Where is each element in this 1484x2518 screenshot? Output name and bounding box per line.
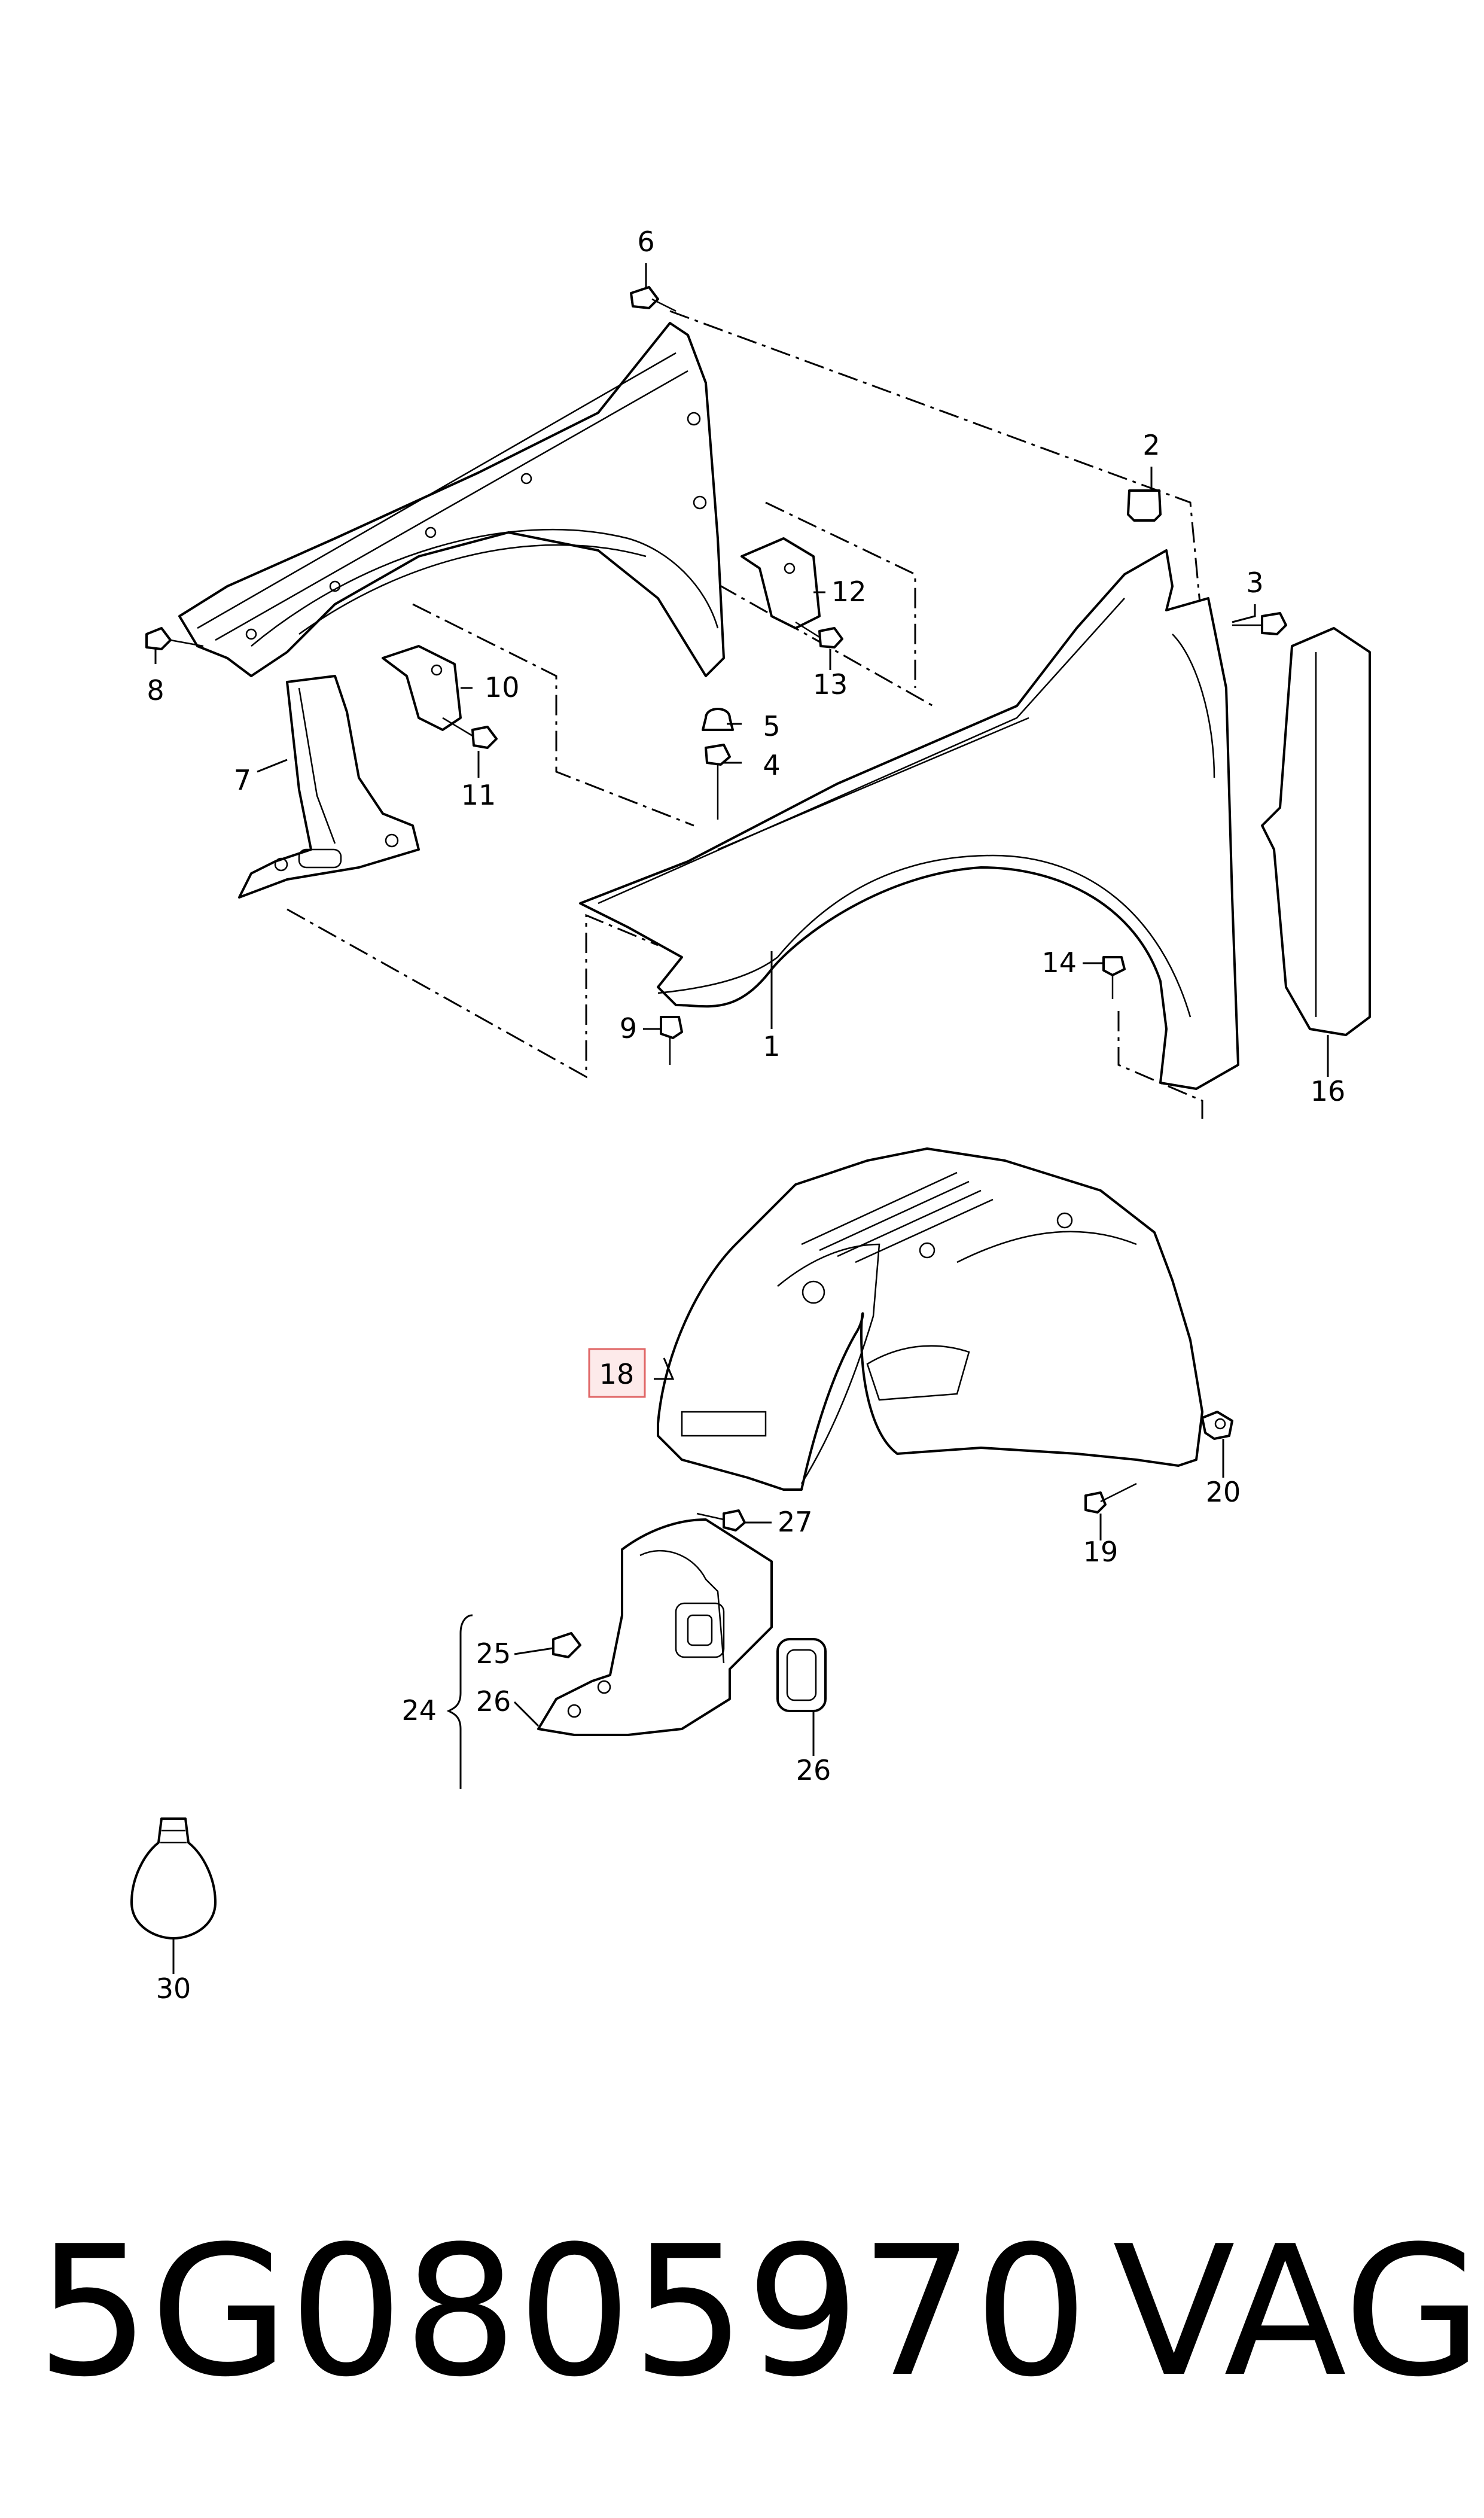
callout-18: 18 xyxy=(599,1358,635,1390)
bracket-10 xyxy=(382,645,462,731)
callout-19: 19 xyxy=(1083,1536,1119,1568)
front-fender xyxy=(579,549,1239,1090)
callout-5: 5 xyxy=(763,710,780,742)
lower-liner-24 xyxy=(537,1518,773,1736)
callout-9: 9 xyxy=(620,1012,637,1045)
callout-18-highlight xyxy=(588,1348,646,1398)
callout-12: 12 xyxy=(831,576,867,608)
callout-11: 11 xyxy=(461,779,496,811)
callout-6: 6 xyxy=(637,226,654,258)
caption: 5G0805970 VAG xyxy=(36,2208,1482,2416)
callout-7: 7 xyxy=(234,764,251,796)
fasteners-mid xyxy=(552,1411,1233,1658)
leader-lines xyxy=(154,263,1329,1974)
callout-26-left: 26 xyxy=(476,1685,511,1718)
callout-24: 24 xyxy=(401,1694,437,1727)
part-number-label: 5G0805970 xyxy=(36,2208,1089,2416)
grommet-30 xyxy=(130,1817,217,1940)
callout-3: 3 xyxy=(1246,567,1263,599)
callout-16: 16 xyxy=(1311,1075,1346,1107)
callout-26-right: 26 xyxy=(796,1754,831,1786)
callout-10: 10 xyxy=(484,671,520,704)
trim-panel-16 xyxy=(1261,627,1371,1036)
callout-20: 20 xyxy=(1206,1476,1241,1508)
callout-25: 25 xyxy=(476,1637,511,1670)
callouts: 6 2 3 8 5 4 7 11 10 12 13 14 9 1 16 18 1… xyxy=(147,226,1345,2005)
fasteners-top xyxy=(145,286,1287,1065)
bracket-12 xyxy=(741,537,821,629)
callout-8: 8 xyxy=(147,674,164,707)
callout-13: 13 xyxy=(813,668,848,701)
wheel-housing-liner-18 xyxy=(657,1147,1203,1491)
cover-26 xyxy=(776,1638,827,1712)
front-cross-member xyxy=(178,322,725,677)
callout-2: 2 xyxy=(1142,429,1160,461)
callout-27: 27 xyxy=(778,1506,813,1538)
callout-14: 14 xyxy=(1041,946,1077,979)
callout-4: 4 xyxy=(763,749,780,781)
callout-30: 30 xyxy=(156,1972,191,2005)
bracket-7 xyxy=(238,675,420,899)
callout-1: 1 xyxy=(763,1030,780,1062)
brand-label: VAG xyxy=(1113,2208,1483,2416)
